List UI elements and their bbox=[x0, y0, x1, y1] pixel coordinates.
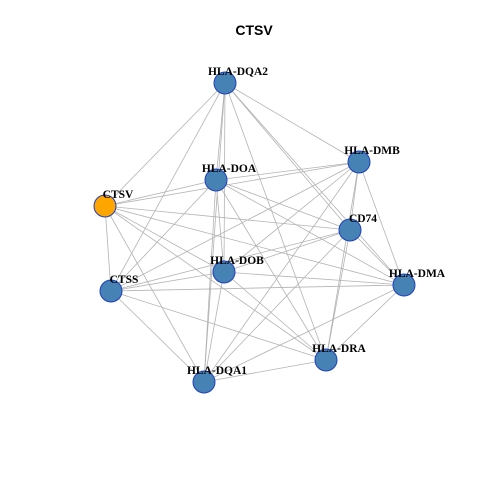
node-hla-doa bbox=[204, 168, 228, 192]
edge-hla-doa-hla-dra bbox=[215, 179, 327, 361]
edge-hla-dqa2-hla-dra bbox=[224, 82, 327, 361]
edge-hla-doa-cd74 bbox=[215, 179, 351, 231]
edge-hla-dob-ctss bbox=[110, 271, 225, 292]
edge-hla-dra-hla-dqa1 bbox=[203, 359, 327, 383]
edge-ctsv-hla-dma bbox=[104, 205, 405, 286]
node-label-ctss: CTSS bbox=[110, 274, 139, 286]
edge-hla-doa-hla-dob bbox=[215, 179, 225, 273]
node-label-hla-dma: HLA-DMA bbox=[389, 268, 446, 280]
edge-hla-dqa2-hla-dmb bbox=[224, 82, 360, 163]
edge-hla-doa-hla-dqa1 bbox=[203, 179, 217, 383]
edge-ctsv-cd74 bbox=[104, 205, 351, 231]
edge-ctsv-hla-dra bbox=[104, 205, 327, 361]
edge-cd74-hla-dma bbox=[349, 229, 405, 286]
edge-hla-dqa2-hla-dma bbox=[224, 82, 405, 286]
node-label-hla-dqa2: HLA-DQA2 bbox=[208, 66, 268, 78]
edge-hla-dmb-hla-doa bbox=[215, 161, 360, 181]
edge-hla-dma-hla-dqa1 bbox=[203, 284, 405, 383]
node-ctsv bbox=[93, 194, 117, 218]
edge-hla-dma-hla-dra bbox=[325, 284, 405, 361]
edge-cd74-hla-dqa1 bbox=[203, 229, 351, 383]
diagram-title: CTSV bbox=[235, 22, 273, 38]
edge-ctss-hla-dra bbox=[110, 290, 327, 361]
edge-hla-doa-ctss bbox=[110, 179, 217, 292]
edge-ctsv-hla-dob bbox=[104, 205, 225, 273]
edge-hla-dmb-ctsv bbox=[104, 161, 360, 207]
node-hla-dmb bbox=[347, 150, 371, 174]
node-hla-dma bbox=[392, 273, 416, 297]
node-layer bbox=[93, 71, 416, 394]
node-label-cd74: CD74 bbox=[349, 213, 377, 225]
node-label-ctsv: CTSV bbox=[103, 189, 134, 201]
edge-hla-dob-hla-dma bbox=[223, 271, 405, 286]
node-ctss bbox=[99, 279, 123, 303]
edge-hla-dmb-hla-dma bbox=[358, 161, 405, 286]
edge-ctss-hla-dqa1 bbox=[110, 290, 205, 383]
edge-hla-dmb-hla-dra bbox=[325, 161, 360, 361]
edge-hla-doa-ctsv bbox=[104, 179, 217, 207]
edge-hla-dma-ctss bbox=[110, 284, 405, 292]
node-label-hla-dob: HLA-DOB bbox=[210, 255, 264, 267]
edge-hla-dmb-hla-dob bbox=[223, 161, 360, 273]
node-hla-dra bbox=[314, 348, 338, 372]
node-cd74 bbox=[338, 218, 362, 242]
edge-hla-dqa2-hla-dqa1 bbox=[203, 82, 226, 383]
edge-hla-doa-hla-dma bbox=[215, 179, 405, 286]
edge-hla-dqa2-ctss bbox=[110, 82, 226, 292]
node-hla-dqa1 bbox=[192, 370, 216, 394]
edge-ctsv-ctss bbox=[104, 205, 112, 292]
edge-hla-dqa2-ctsv bbox=[104, 82, 226, 207]
edge-hla-dqa2-cd74 bbox=[224, 82, 351, 231]
node-label-hla-doa: HLA-DOA bbox=[202, 163, 257, 175]
edge-layer bbox=[104, 82, 405, 383]
node-label-hla-dra: HLA-DRA bbox=[312, 343, 366, 355]
node-label-hla-dmb: HLA-DMB bbox=[344, 145, 400, 157]
node-hla-dob bbox=[212, 260, 236, 284]
edge-ctsv-hla-dqa1 bbox=[104, 205, 205, 383]
edge-cd74-hla-dra bbox=[325, 229, 351, 361]
node-label-hla-dqa1: HLA-DQA1 bbox=[187, 365, 247, 377]
edge-hla-dmb-hla-dqa1 bbox=[203, 161, 360, 383]
edge-cd74-ctss bbox=[110, 229, 351, 292]
edge-hla-dmb-ctss bbox=[110, 161, 360, 292]
edge-cd74-hla-dob bbox=[223, 229, 351, 273]
edge-hla-dob-hla-dqa1 bbox=[203, 271, 225, 383]
node-hla-dqa2 bbox=[213, 71, 237, 95]
edge-hla-dob-hla-dra bbox=[223, 271, 327, 361]
